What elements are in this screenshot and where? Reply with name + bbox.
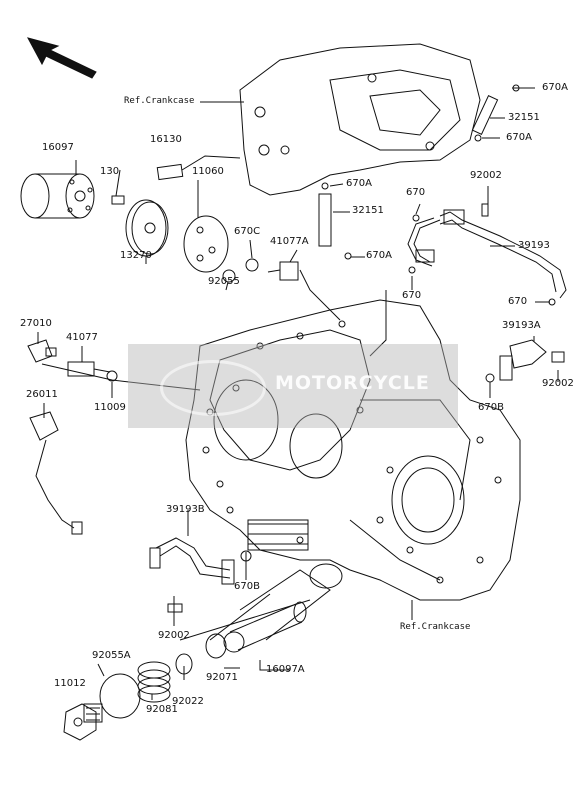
label-26011: 26011 [26,389,58,400]
label-92081: 92081 [146,704,178,715]
strainer-16097a [205,601,307,659]
ref-crankcase-upper: Ref.Crankcase [124,96,195,106]
label-11060: 11060 [192,166,224,177]
o-ring-670c [245,258,259,272]
switch-26011 [29,411,83,535]
label-670b: 670B [478,402,504,413]
bolt-130 [111,195,125,205]
spring-92081 [137,661,171,703]
label-16097: 16097 [42,142,74,153]
label-92002: 92002 [158,630,190,641]
plug-41077 [67,361,111,377]
pipe-39193a [485,339,565,383]
label-41077a: 41077A [270,236,309,247]
label-92055: 92055 [208,276,240,287]
main-crankcase [185,299,521,601]
label-670b: 670B [234,581,260,592]
label-670: 670 [508,296,528,307]
label-27010: 27010 [20,318,52,329]
sensor-27010 [27,339,57,363]
washer-11009 [106,370,118,382]
label-92022: 92022 [172,696,204,707]
label-130: 130 [100,166,120,177]
washer-92022 [175,653,193,675]
label-670c: 670C [234,226,261,237]
o-ring-92055 [222,269,236,283]
label-670a: 670A [506,132,532,143]
plug-41077a [267,261,341,321]
label-32151: 32151 [352,205,384,216]
upper-crankcase-ref [239,43,481,196]
fitting-16130 [156,155,241,181]
label-16097a: 16097A [266,664,305,675]
label-92055a: 92055A [92,650,131,661]
label-41077: 41077 [66,332,98,343]
label-92002: 92002 [470,170,502,181]
ref-crankcase-lower: Ref.Crankcase [400,622,471,632]
label-16130: 16130 [150,134,182,145]
direction-arrow [27,37,97,79]
label-670a: 670A [366,250,392,261]
cover-13270 [125,199,169,257]
label-39193a: 39193A [502,320,541,331]
label-11009: 11009 [94,402,126,413]
oil-filter-16097 [20,173,95,219]
label-670a: 670A [542,82,568,93]
label-13270: 13270 [120,250,152,261]
label-32151: 32151 [508,112,540,123]
oil-pipe-39193 [407,203,567,306]
watermark-logo [160,360,266,416]
label-11012: 11012 [54,678,86,689]
label-670a: 670A [346,178,372,189]
plate-11060 [183,215,229,273]
label-92002: 92002 [542,378,574,389]
label-92071: 92071 [206,672,238,683]
pipe-39193b [149,537,252,613]
watermark-text: MOTORCYCLE [275,372,430,394]
label-670: 670 [406,187,426,198]
label-670: 670 [402,290,422,301]
label-39193b: 39193B [166,504,205,515]
pipe-32151-center [318,182,352,260]
label-39193: 39193 [518,240,550,251]
plug-11012 [63,703,103,741]
o-ring-92055a [99,673,141,719]
